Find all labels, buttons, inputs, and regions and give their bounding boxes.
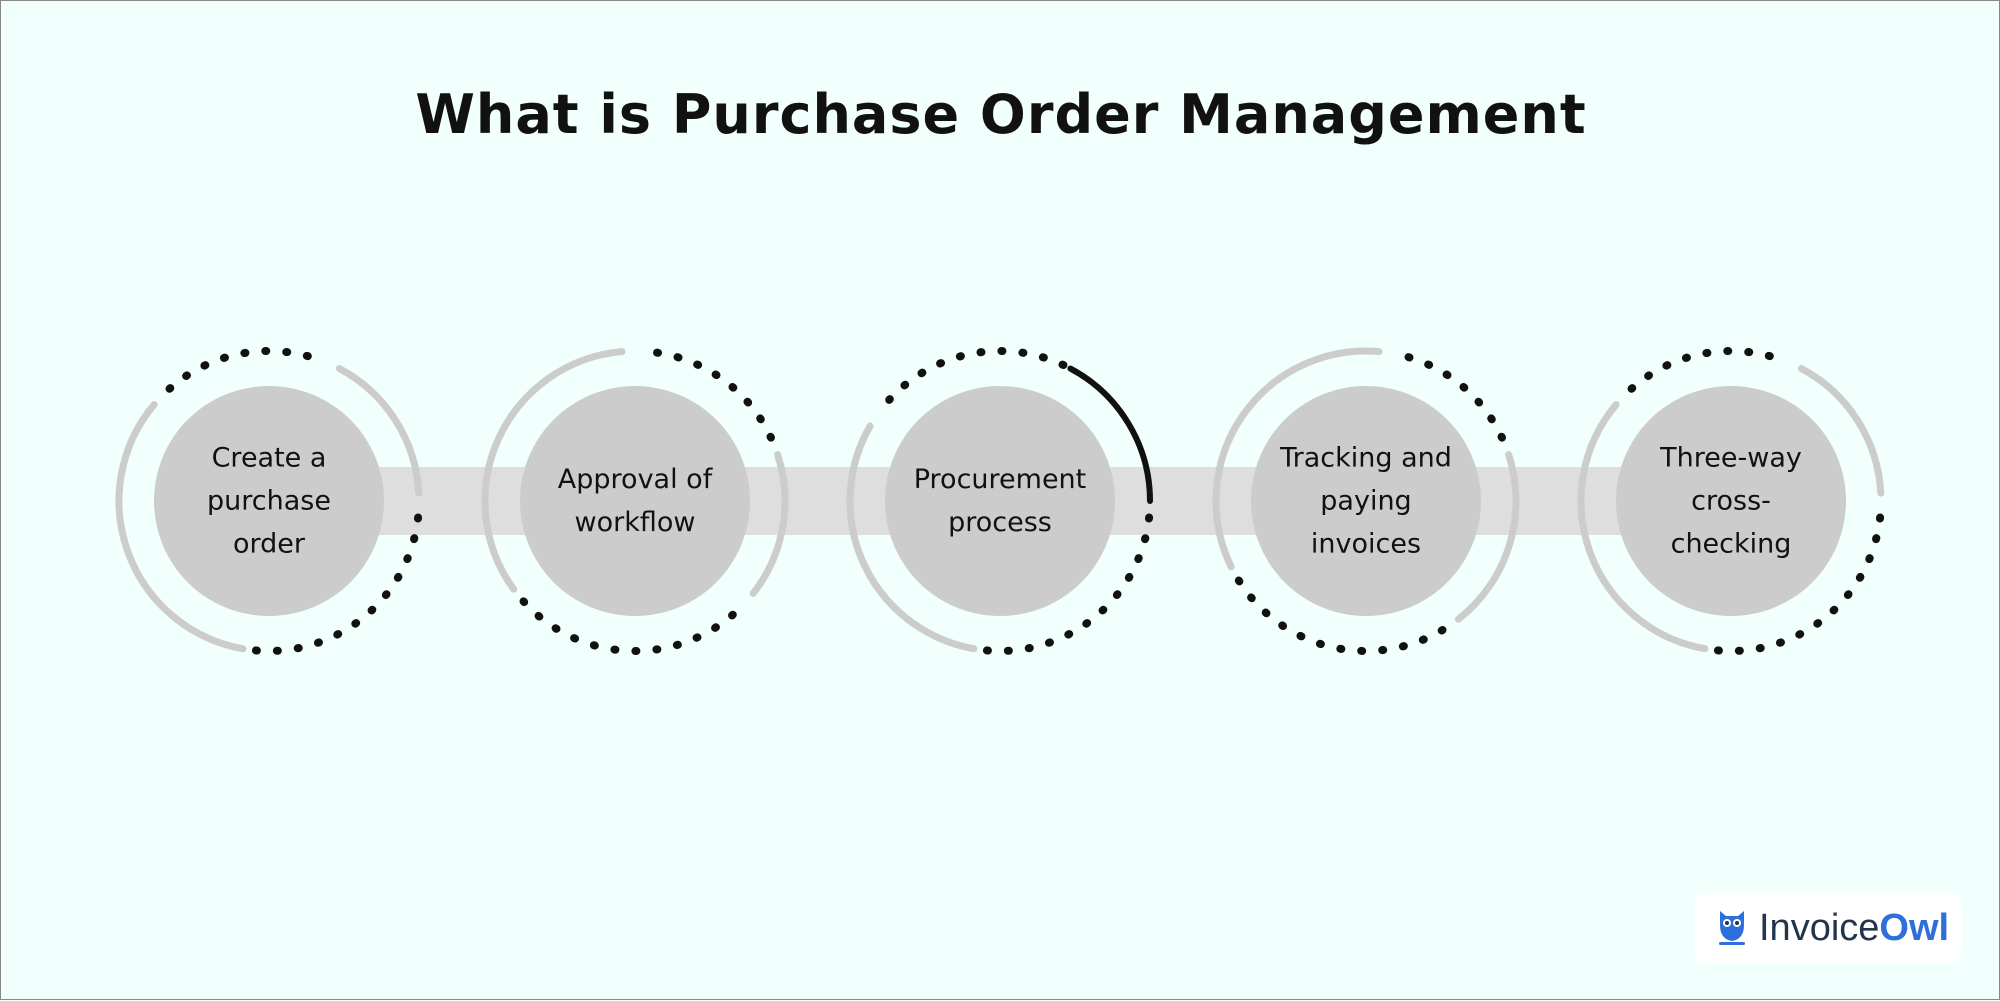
- logo-text: InvoiceOwl: [1759, 906, 1950, 949]
- step-label: Procurement process: [913, 464, 1087, 538]
- ring-arc-solid: [1577, 401, 1709, 653]
- ring-arc-solid: [846, 422, 978, 653]
- ring-arc-solid: [481, 348, 626, 593]
- ring-arc-dotted: [1388, 349, 1506, 442]
- ring-arc-dotted: [1620, 347, 1774, 399]
- ring-arc-highlight: [1067, 365, 1153, 504]
- ring-arc-solid: [335, 365, 423, 497]
- ring-arc-dotted: [251, 497, 423, 655]
- step-circle: [520, 386, 750, 616]
- step-label: Approval of workflow: [557, 464, 713, 538]
- step-label: Tracking and paying invoices: [1280, 442, 1452, 560]
- step-label: Three-way cross-checking: [1660, 442, 1802, 560]
- step-circle: [1251, 386, 1481, 616]
- ring-arc-dotted: [1713, 497, 1885, 655]
- step-circle: [154, 386, 384, 616]
- ring-arc-solid: [1797, 365, 1885, 497]
- ring-arc-dotted: [651, 348, 775, 442]
- ring-arc-solid: [115, 401, 247, 653]
- ring-arc-solid: [1212, 347, 1383, 571]
- ring-arc-dotted: [873, 347, 1068, 419]
- ring-arc-dotted: [519, 597, 751, 655]
- owl-icon: [1719, 911, 1745, 945]
- step-label: Create a purchase order: [207, 442, 331, 560]
- ring-arc-dotted: [158, 347, 312, 399]
- step-circle: [885, 386, 1115, 616]
- page-title: What is Purchase Order Management: [415, 83, 1587, 146]
- ring-arc-solid: [1454, 451, 1520, 623]
- invoiceowl-logo: InvoiceOwl: [1695, 893, 1961, 963]
- step-circle: [1616, 386, 1846, 616]
- ring-arc-solid: [749, 451, 789, 597]
- ring-arc-dotted: [982, 504, 1154, 655]
